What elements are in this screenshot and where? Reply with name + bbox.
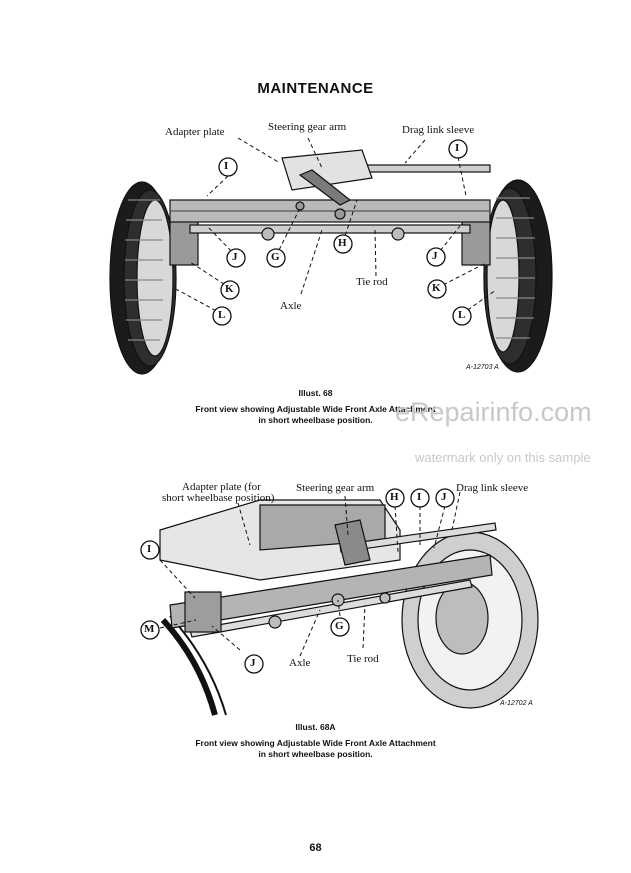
figure-68a-caption-title: Illust. 68A xyxy=(295,722,336,732)
callout-h-68a: H xyxy=(390,491,399,503)
label-tie-rod: Tie rod xyxy=(356,276,388,288)
label-adapter-plate-line1: Adapter plate (for xyxy=(182,481,261,493)
callout-l-right: L xyxy=(458,309,466,321)
left-tire xyxy=(109,181,177,375)
page-heading: MAINTENANCE xyxy=(257,80,374,97)
label-steering-gear-arm: Steering gear arm xyxy=(268,121,347,133)
callout-h: H xyxy=(338,237,347,249)
callout-m-68a: M xyxy=(144,623,155,635)
callout-i-right: I xyxy=(455,142,460,154)
callout-j-68a-bottom: J xyxy=(250,657,256,669)
figure-68a-caption-line2: in short wheelbase position. xyxy=(258,749,373,759)
watermark-notice: watermark only on this sample xyxy=(415,450,591,465)
callout-l-left: L xyxy=(218,309,226,321)
label-adapter-plate: Adapter plate xyxy=(165,126,225,138)
label-adapter-plate-line2: short wheelbase position) xyxy=(162,492,275,504)
figure-68-caption-title: Illust. 68 xyxy=(298,388,333,398)
callout-g-68a: G xyxy=(335,620,344,632)
label-steering-gear-arm-68a: Steering gear arm xyxy=(296,482,375,494)
figure-68a-reference: A-12702 A xyxy=(500,700,533,707)
label-axle-68a: Axle xyxy=(289,657,311,669)
callout-j-right: J xyxy=(432,250,438,262)
watermark-brand: eRepairinfo.com xyxy=(395,397,592,427)
right-tire xyxy=(483,179,553,373)
figure-68-caption-line1: Front view showing Adjustable Wide Front… xyxy=(195,404,436,414)
label-drag-link-sleeve-68a: Drag link sleeve xyxy=(456,482,529,494)
page-number: 68 xyxy=(309,842,322,854)
figure-68-reference: A-12703 A xyxy=(466,364,499,371)
callout-g: G xyxy=(271,251,280,263)
callout-i-left: I xyxy=(224,160,229,172)
figure-68a-caption-line1: Front view showing Adjustable Wide Front… xyxy=(195,738,436,748)
front-axle-illustration-68a xyxy=(159,499,539,716)
callout-i-68a-left: I xyxy=(147,543,152,555)
figure-68-caption-line2: in short wheelbase position. xyxy=(258,415,373,425)
label-tie-rod-68a: Tie rod xyxy=(347,653,379,665)
callout-k-right: K xyxy=(432,282,441,294)
callout-j-68a-top: J xyxy=(441,491,447,503)
label-axle: Axle xyxy=(280,300,302,312)
callout-k-left: K xyxy=(225,283,234,295)
label-drag-link-sleeve: Drag link sleeve xyxy=(402,124,475,136)
callout-j-left: J xyxy=(232,251,238,263)
callout-i-68a-top: I xyxy=(417,491,422,503)
